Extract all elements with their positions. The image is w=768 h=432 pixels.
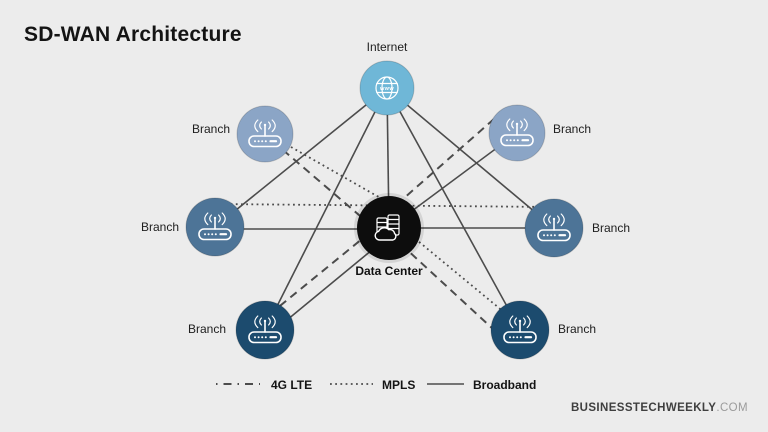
- link-branch-middle-left-branch-middle-right-mpls: [214, 203, 555, 208]
- branch-label: Branch: [188, 322, 226, 336]
- branch-node-bottom-left: Branch: [188, 300, 295, 360]
- branch-node-middle-left: Branch: [141, 197, 245, 257]
- branch-label: Branch: [558, 322, 596, 336]
- datacenter-node: Data Center: [354, 193, 424, 278]
- datacenter-label: Data Center: [355, 264, 423, 278]
- svg-text:www: www: [379, 86, 394, 92]
- legend: 4G LTE MPLS Broadband: [216, 378, 536, 392]
- branch-node-top-right: Branch: [488, 104, 591, 162]
- watermark: BUSINESSTECHWEEKLY.COM: [571, 402, 748, 414]
- branch-label: Branch: [192, 122, 230, 136]
- internet-circle: [359, 60, 415, 116]
- globe-www-icon: www: [375, 76, 399, 100]
- legend-label-4g-lte: 4G LTE: [271, 378, 312, 392]
- link-internet-branch-middle-right-broadband: [386, 87, 555, 229]
- internet-label: Internet: [367, 40, 408, 54]
- link-internet-branch-bottom-right-broadband: [386, 87, 521, 331]
- branch-label: Branch: [592, 221, 630, 235]
- watermark-suffix: .COM: [716, 402, 748, 414]
- legend-label-mpls: MPLS: [382, 378, 415, 392]
- branch-node-bottom-right: Branch: [490, 300, 596, 360]
- branch-label: Branch: [141, 220, 179, 234]
- page-title: SD-WAN Architecture: [24, 23, 242, 46]
- branch-node-middle-right: Branch: [524, 198, 630, 258]
- link-branch-top-left-datacenter-4g-lte: [282, 149, 374, 228]
- link-internet-branch-bottom-left-broadband: [264, 87, 388, 331]
- internet-node: www Internet: [359, 40, 415, 116]
- watermark-brand: BUSINESSTECHWEEKLY: [571, 402, 716, 414]
- branch-node-top-left: Branch: [192, 105, 294, 163]
- legend-label-broadband: Broadband: [473, 378, 536, 392]
- branch-label: Branch: [553, 122, 591, 136]
- link-internet-branch-middle-left-broadband: [214, 87, 388, 228]
- link-branch-top-right-datacenter-4g-lte: [402, 118, 495, 200]
